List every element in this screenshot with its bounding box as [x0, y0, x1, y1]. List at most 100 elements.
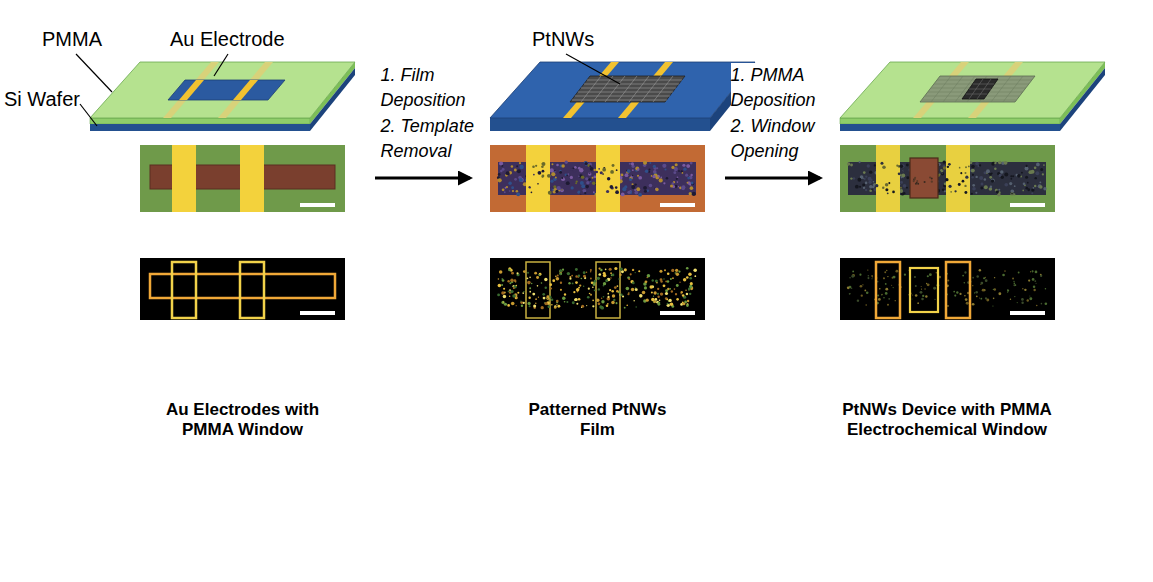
- electrochemical-window: [910, 158, 938, 198]
- texture-dot: [991, 178, 995, 182]
- texture-dot: [1040, 168, 1043, 171]
- texture-dot: [868, 177, 872, 181]
- texture-dot: [1022, 190, 1024, 192]
- texture-dot: [514, 178, 517, 181]
- electrode-edge: [946, 262, 970, 318]
- texture-dot: [533, 304, 536, 307]
- texture-dot: [686, 267, 689, 270]
- texture-dot: [869, 189, 872, 192]
- texture-dot: [880, 162, 883, 165]
- texture-dot: [990, 186, 992, 188]
- texture-dot: [663, 182, 665, 184]
- texture-dot: [931, 181, 933, 183]
- texture-dot: [903, 192, 905, 194]
- texture-dot: [596, 299, 599, 302]
- texture-dot: [924, 288, 925, 289]
- texture-dot: [590, 271, 591, 272]
- texture-dot: [966, 302, 969, 305]
- texture-dot: [1042, 173, 1044, 175]
- texture-dot: [882, 165, 886, 169]
- texture-dot: [614, 286, 617, 289]
- texture-dot: [535, 298, 537, 300]
- texture-dot: [934, 299, 935, 300]
- texture-dot: [992, 162, 994, 164]
- texture-dot: [676, 298, 679, 301]
- texture-dot: [506, 171, 510, 175]
- au-electrode: [179, 80, 204, 100]
- texture-dot: [678, 170, 680, 172]
- texture-dot: [975, 162, 979, 166]
- texture-dot: [996, 191, 999, 194]
- texture-dot: [643, 186, 647, 190]
- texture-dot: [631, 175, 633, 177]
- dark-background: [140, 258, 345, 320]
- texture-dot: [636, 187, 640, 191]
- texture-dot: [561, 177, 563, 179]
- texture-dot: [971, 165, 975, 169]
- texture-dot: [633, 300, 634, 301]
- texture-dot: [855, 185, 859, 189]
- texture-dot: [1004, 270, 1006, 272]
- texture-dot: [875, 184, 878, 187]
- texture-dot: [887, 276, 888, 277]
- texture-dot: [571, 186, 574, 189]
- texture-dot: [1045, 288, 1047, 290]
- texture-dot: [959, 167, 961, 169]
- texture-dot: [590, 294, 592, 296]
- texture-dot: [580, 191, 583, 194]
- texture-dot: [851, 288, 852, 289]
- texture-dot: [682, 164, 685, 167]
- texture-dot: [638, 176, 642, 180]
- texture-dot: [642, 291, 646, 295]
- texture-dot: [532, 293, 535, 296]
- texture-dot: [578, 274, 581, 277]
- texture-dot: [947, 305, 949, 307]
- texture-dot: [921, 289, 922, 290]
- texture-dot: [903, 184, 907, 188]
- texture-dot: [885, 283, 887, 285]
- texture-dot: [660, 280, 662, 282]
- texture-dot: [523, 302, 525, 304]
- texture-dot: [694, 275, 696, 277]
- texture-dot: [588, 172, 592, 176]
- texture-dot: [958, 183, 961, 186]
- texture-dot: [915, 183, 917, 185]
- texture-dot: [555, 176, 557, 178]
- step-instructions: 1. Film Deposition 2. Template Removal: [381, 63, 481, 164]
- texture-dot: [979, 176, 983, 180]
- texture-dot: [619, 294, 620, 295]
- window-edge: [910, 268, 938, 312]
- texture-dot: [592, 300, 594, 302]
- texture-dot: [847, 162, 850, 165]
- texture-dot: [1033, 187, 1035, 189]
- texture-dot: [559, 270, 562, 273]
- texture-dot: [637, 168, 639, 170]
- texture-dot: [968, 165, 970, 167]
- texture-dot: [862, 284, 863, 285]
- texture-dot: [655, 188, 658, 191]
- texture-dot: [498, 278, 500, 280]
- texture-dot: [497, 293, 500, 296]
- texture-dot: [689, 192, 692, 195]
- texture-dot: [971, 193, 973, 195]
- texture-dot: [575, 298, 578, 301]
- texture-dot: [561, 177, 565, 181]
- texture-dot: [602, 168, 606, 172]
- texture-dot: [956, 291, 958, 293]
- texture-dot: [581, 163, 585, 167]
- texture-dot: [508, 182, 511, 185]
- device-schematic: [840, 62, 1105, 131]
- texture-dot: [1030, 271, 1031, 272]
- texture-dot: [885, 292, 888, 295]
- texture-dot: [550, 180, 553, 183]
- texture-dot: [598, 168, 600, 170]
- texture-dot: [590, 277, 592, 279]
- texture-dot: [507, 280, 509, 282]
- texture-dot: [583, 275, 586, 278]
- texture-dot: [531, 283, 532, 284]
- texture-dot: [1007, 291, 1008, 292]
- texture-dot: [552, 189, 554, 191]
- texture-dot: [972, 277, 974, 279]
- texture-dot: [989, 176, 992, 179]
- texture-dot: [1021, 172, 1023, 174]
